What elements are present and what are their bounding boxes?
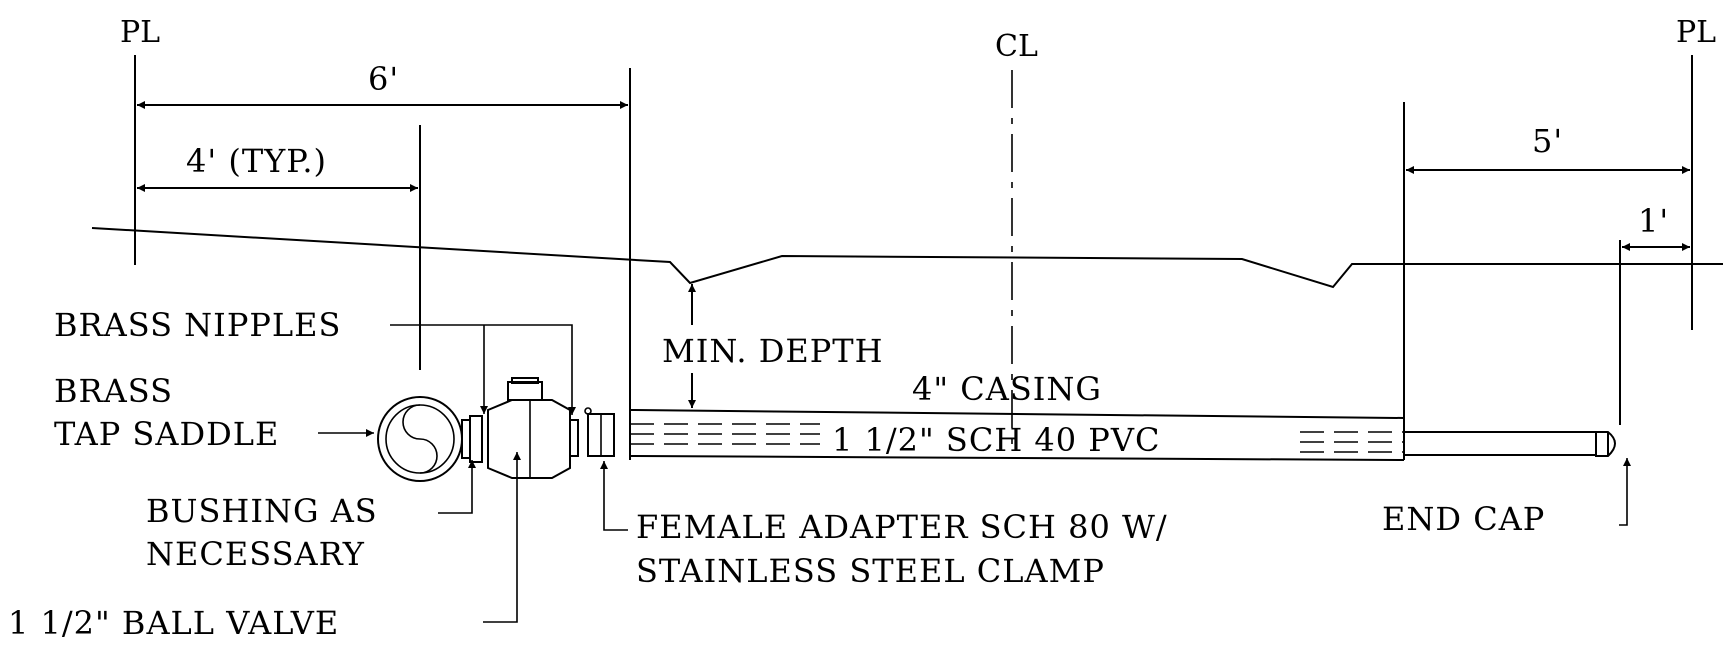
- dimension-1ft-label: 1': [1638, 202, 1669, 240]
- property-line-right: PL: [1676, 15, 1716, 330]
- dimension-1ft: 1': [1622, 202, 1690, 251]
- brass-nipples: BRASS NIPPLES: [54, 306, 579, 457]
- property-line-left: PL: [120, 15, 160, 265]
- dimension-5ft: 5': [1406, 122, 1690, 174]
- cl-marker: CL: [995, 29, 1038, 64]
- bushing: BUSHING AS NECESSARY: [146, 460, 476, 573]
- end-cap: END CAP: [1382, 431, 1631, 538]
- ball-valve: 1 1/2" BALL VALVE: [8, 377, 571, 642]
- dimension-4ft-typ: 4' (TYP.): [137, 142, 418, 192]
- end-cap-label: END CAP: [1382, 500, 1545, 538]
- tap-saddle-label-line2: TAP SADDLE: [54, 415, 279, 453]
- brass-tap-saddle: BRASS TAP SADDLE: [54, 372, 483, 482]
- casing-pipe: 4" CASING: [629, 370, 1405, 461]
- brass-nipples-label: BRASS NIPPLES: [54, 306, 341, 344]
- female-adapter: FEMALE ADAPTER SCH 80 W/ STAINLESS STEEL…: [584, 407, 1168, 590]
- dimension-6ft: 6': [137, 60, 628, 109]
- female-adapter-label-line1: FEMALE ADAPTER SCH 80 W/: [636, 508, 1168, 546]
- pl-right-marker: PL: [1676, 15, 1716, 50]
- bushing-label-line2: NECESSARY: [146, 535, 365, 573]
- bushing-label-line1: BUSHING AS: [146, 492, 378, 530]
- dimension-5ft-label: 5': [1532, 122, 1563, 160]
- min-depth-dimension: MIN. DEPTH: [662, 284, 884, 408]
- min-depth-label: MIN. DEPTH: [662, 332, 884, 370]
- female-adapter-label-line2: STAINLESS STEEL CLAMP: [636, 552, 1105, 590]
- ball-valve-label: 1 1/2" BALL VALVE: [8, 604, 339, 642]
- tap-saddle-label-line1: BRASS: [54, 372, 173, 410]
- casing-label: 4" CASING: [912, 370, 1102, 408]
- center-line: CL: [995, 29, 1038, 445]
- pvc-carrier-pipe: 1 1/2" SCH 40 PVC: [630, 421, 1596, 459]
- road-surface-profile: [91, 227, 1723, 289]
- pvc-label: 1 1/2" SCH 40 PVC: [832, 421, 1160, 459]
- pl-left-marker: PL: [120, 15, 160, 50]
- dimension-6ft-label: 6': [368, 60, 399, 98]
- dimension-4ft-label: 4' (TYP.): [186, 142, 327, 180]
